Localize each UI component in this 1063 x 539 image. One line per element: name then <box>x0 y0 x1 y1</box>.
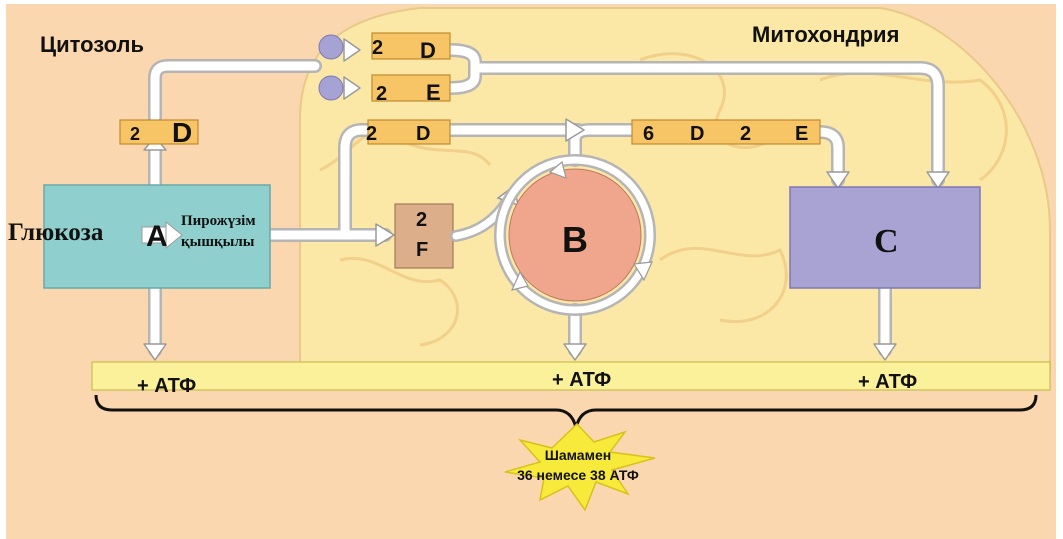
f-box: 2 F <box>394 203 454 269</box>
svg-text:D: D <box>690 123 704 145</box>
atp-label-3: + АТФ <box>858 371 917 393</box>
arrowhead <box>343 76 361 100</box>
atp-bar <box>91 361 1051 391</box>
carrier-mid: 2 D <box>366 119 451 145</box>
total-label-line1: Шамамен <box>545 447 611 463</box>
arrowhead <box>343 38 361 62</box>
svg-text:F: F <box>416 239 428 261</box>
arrowhead <box>826 171 850 189</box>
glucose-label: Глюкоза <box>8 219 104 246</box>
glucose-arrow <box>141 220 183 250</box>
svg-text:2: 2 <box>366 123 377 145</box>
atp-label-2: + АТФ <box>552 369 611 391</box>
carrier-right: 6 D 2 E <box>631 119 821 145</box>
svg-text:2: 2 <box>416 209 427 231</box>
svg-text:2: 2 <box>376 83 387 105</box>
pyruvic-label-line2: қышқылы <box>181 234 255 250</box>
arrowhead <box>565 118 585 142</box>
transporter-circle <box>318 34 344 60</box>
transporter-circle <box>318 75 344 101</box>
arrowhead <box>926 171 950 189</box>
svg-text:6: 6 <box>643 123 654 145</box>
box-c <box>789 186 981 289</box>
svg-text:E: E <box>795 123 808 145</box>
arrowhead <box>563 343 587 361</box>
cytosol-label: Цитозоль <box>40 32 144 57</box>
total-label-line2: 36 немесе 38 АТФ <box>517 467 639 483</box>
svg-text:2: 2 <box>740 123 751 145</box>
svg-text:D: D <box>416 123 430 145</box>
pathway-arrows <box>143 38 950 361</box>
box-b-label: B <box>562 219 588 260</box>
carrier-top1: 2 D <box>371 32 451 63</box>
atp-label-1: + АТФ <box>137 375 196 397</box>
carrier-left: 2 D <box>119 117 199 148</box>
svg-text:D: D <box>420 38 436 63</box>
carrier-top2: 2 E <box>371 74 451 105</box>
box-a-label: A <box>146 220 168 253</box>
svg-text:2: 2 <box>372 37 383 59</box>
svg-text:D: D <box>172 117 192 148</box>
arrowhead <box>375 223 395 247</box>
arrowhead <box>873 343 897 361</box>
mitochondria-label: Митохондрия <box>752 22 899 47</box>
box-c-label: C <box>874 223 899 260</box>
starburst <box>504 422 656 512</box>
cycle-b <box>494 154 656 316</box>
svg-text:2: 2 <box>130 124 140 144</box>
pyruvic-label-line1: Пирожүзім <box>181 213 256 229</box>
arrowhead <box>143 343 167 361</box>
svg-text:E: E <box>426 80 441 105</box>
